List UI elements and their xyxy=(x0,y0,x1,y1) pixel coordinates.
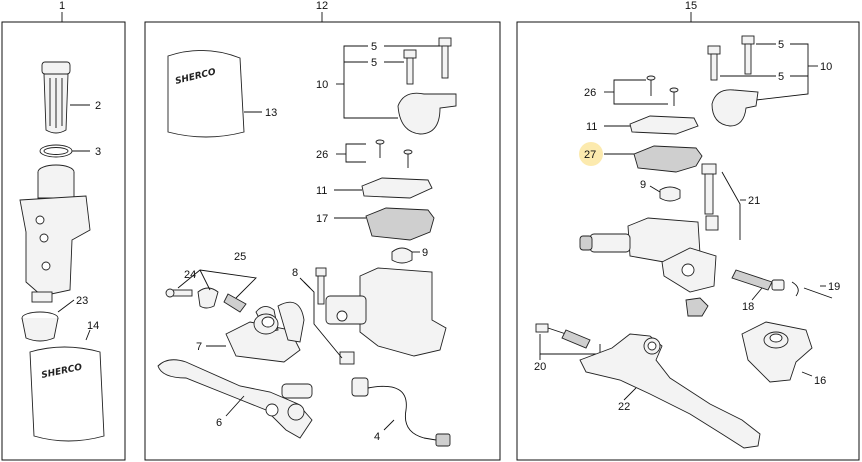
callout-15-16: 16 xyxy=(814,375,826,387)
callout-11: 11 xyxy=(316,185,327,197)
pushrod-assembly xyxy=(731,269,833,299)
callout-15-5b: 5 xyxy=(778,71,784,83)
group-15-frame xyxy=(516,21,860,461)
diaphragm xyxy=(365,207,435,241)
clamp-bolt xyxy=(741,35,755,75)
callout-15-26: 26 xyxy=(584,87,596,99)
callout-23: 23 xyxy=(76,295,88,307)
callout-15-27: 27 xyxy=(584,149,596,161)
cover-screws xyxy=(375,139,413,168)
callout-26: 26 xyxy=(316,149,328,161)
repair-kit-bag: SHERCO xyxy=(29,346,105,442)
float-cup-15 xyxy=(659,186,681,202)
callout-15-18: 18 xyxy=(742,301,754,313)
rubber-boot xyxy=(21,311,59,342)
lever-guard-15 xyxy=(741,321,813,383)
callout-6: 6 xyxy=(216,417,222,429)
callout-13: 13 xyxy=(265,107,277,119)
callout-10: 10 xyxy=(316,79,328,91)
group-15-label: 15 xyxy=(685,0,697,12)
callout-15-22: 22 xyxy=(618,401,630,413)
reservoir-cover xyxy=(361,177,433,199)
callout-8: 8 xyxy=(292,267,298,279)
lever-guard xyxy=(225,301,305,363)
callout-15-10: 10 xyxy=(820,61,832,73)
master-cylinder-body xyxy=(19,164,91,303)
brake-lever xyxy=(157,359,313,439)
callout-24: 24 xyxy=(184,269,196,281)
callout-7: 7 xyxy=(196,341,202,353)
callout-15-19: 19 xyxy=(828,281,840,293)
callout-3: 3 xyxy=(95,146,101,158)
group-12-label: 12 xyxy=(316,0,328,12)
callout-17: 17 xyxy=(316,213,328,225)
group-12-frame xyxy=(144,21,501,461)
callout-15-20: 20 xyxy=(534,361,546,373)
clamp-bolt xyxy=(707,45,721,81)
group-1-label: 1 xyxy=(59,0,65,12)
callout-25: 25 xyxy=(234,251,246,263)
clamp-bolt xyxy=(438,37,452,79)
cover-screws-15 xyxy=(646,75,679,106)
adjuster-spring xyxy=(535,323,591,349)
callout-15-9: 9 xyxy=(640,179,646,191)
callout-15-5a: 5 xyxy=(778,39,784,51)
diaphragm-15 xyxy=(633,145,703,173)
handlebar-clamp xyxy=(397,92,457,135)
master-cylinder xyxy=(315,267,447,365)
callout-15-21: 21 xyxy=(748,195,760,207)
callout-5b: 5 xyxy=(371,57,377,69)
callout-27-highlight xyxy=(579,142,603,166)
callout-2: 2 xyxy=(95,100,101,112)
repair-kit-bag-12: SHERCO xyxy=(167,50,245,138)
float-cup xyxy=(391,247,413,264)
handlebar-clamp-15 xyxy=(711,89,759,127)
reservoir-sleeve xyxy=(41,61,71,134)
pivot-pin-spring xyxy=(165,287,247,313)
clamp-bolt xyxy=(403,49,417,85)
brake-light-switch xyxy=(351,377,451,447)
reservoir-cover-15 xyxy=(629,115,699,135)
callout-14: 14 xyxy=(87,320,99,332)
master-cylinder-15 xyxy=(579,217,717,317)
callout-9: 9 xyxy=(422,247,428,259)
callout-4: 4 xyxy=(374,431,380,443)
callout-15-11: 11 xyxy=(586,121,597,133)
mounting-bolt xyxy=(701,163,719,231)
callout-5a: 5 xyxy=(371,41,377,53)
brake-lever-15 xyxy=(579,333,761,449)
o-ring xyxy=(39,144,73,158)
group-1-frame xyxy=(1,21,126,461)
